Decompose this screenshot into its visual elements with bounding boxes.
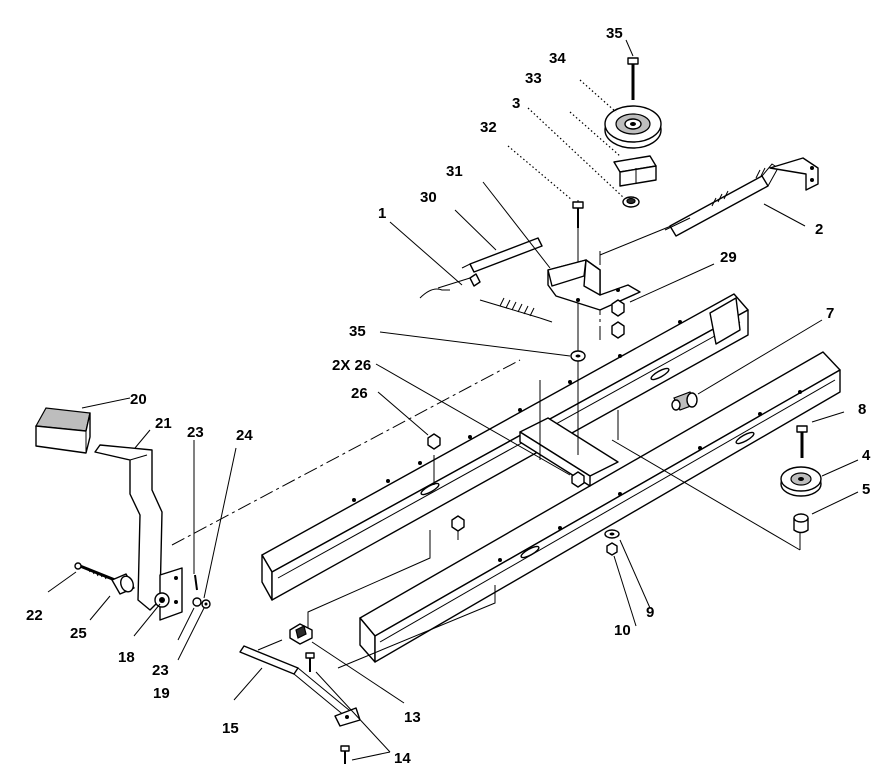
callout-2: 2 [815,221,823,238]
pedal-pivot-bracket [154,567,183,621]
idler-arm-rod [664,157,819,237]
rail-holes [352,320,802,562]
callout-labels: 35 34 33 3 32 31 30 1 2 29 7 35 2X 26 26… [26,25,871,767]
callout-8: 8 [858,401,866,418]
idler-pulley-lower [780,466,822,497]
callout-21: 21 [155,415,172,432]
callout-9: 9 [646,604,654,621]
callout-19: 19 [153,685,170,702]
callout-5: 5 [862,481,870,498]
washer-35 [570,350,586,362]
nuts-26 [427,433,585,532]
rod-clip [289,623,313,645]
callout-35: 35 [349,323,366,340]
pivot-spacer [111,573,135,595]
callout-28: 29 [720,249,737,266]
bushing [622,196,640,208]
nuts-28 [611,299,625,339]
callout-10: 10 [614,622,631,639]
callout-13: 13 [404,709,421,726]
pivot-bolt [74,562,116,582]
tension-spring [419,273,553,323]
leader-lines [47,39,859,761]
bracket-tab [613,155,657,187]
callout-3: 3 [512,95,520,112]
spring-anchor [671,391,698,411]
idler-pulley-top [604,105,662,149]
callout-24: 24 [236,427,253,444]
pedal-hardware [192,574,211,609]
callout-23-bottom: 23 [152,662,169,679]
right-frame-rail [359,351,841,663]
top-bolt [627,57,639,100]
callout-25: 25 [70,625,87,642]
callout-30: 31 [446,163,463,180]
washer-9-nut-10 [604,529,620,556]
left-frame-rail [261,293,749,601]
spacer-5 [793,513,809,534]
callout-33: 34 [549,50,566,67]
callout-29: 30 [420,189,437,206]
rod-bolts [305,652,350,764]
callout-23-top: 23 [187,424,204,441]
callout-2x-26: 2X 26 [332,357,371,374]
bracket-bolt [572,201,584,228]
callout-31: 32 [480,119,497,136]
callout-34: 35 [606,25,623,42]
callout-4: 4 [862,447,871,464]
control-rod [461,237,543,273]
callout-1: 1 [378,205,386,222]
pedal-pad [35,407,91,454]
frame-cross-member [519,417,619,487]
callout-20: 20 [130,391,147,408]
callout-22: 22 [26,607,43,624]
pedal-rod [239,645,361,727]
callout-7: 7 [826,305,834,322]
bolt-8 [796,425,808,458]
callout-15: 15 [222,720,239,737]
callout-32: 33 [525,70,542,87]
pedal-arm [94,444,163,611]
idler-bracket [547,259,641,311]
callout-26: 26 [351,385,368,402]
callout-14: 14 [394,750,411,767]
callout-18: 18 [118,649,135,666]
